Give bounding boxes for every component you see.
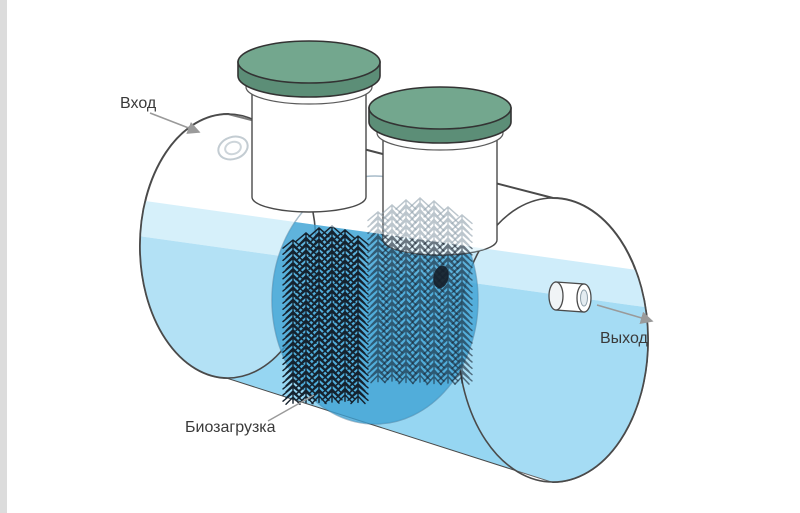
outlet-label: Выход [600, 330, 649, 347]
inlet-ring-inner [224, 140, 242, 156]
page-edge-strip [0, 0, 7, 513]
inlet-arrow-icon [149, 112, 201, 134]
hatch-left-neck [251, 83, 367, 213]
outlet-pipe-rim [548, 281, 564, 311]
inlet-ring-outer [217, 135, 249, 161]
hatch-left-lid-top [237, 40, 381, 84]
hatch-right-lid-top [368, 86, 512, 130]
access-hatch-right [368, 86, 512, 256]
inlet-pipe-rings [217, 135, 249, 161]
access-hatch-left [237, 40, 381, 213]
inlet-label: Вход [120, 95, 157, 112]
bio-media-callout-line [267, 394, 315, 422]
outlet-pipe [548, 281, 592, 313]
outlet-arrow-icon [596, 304, 654, 325]
outlet-pipe-bore [580, 289, 588, 307]
bio-media-label: Биозагрузка [185, 419, 276, 436]
